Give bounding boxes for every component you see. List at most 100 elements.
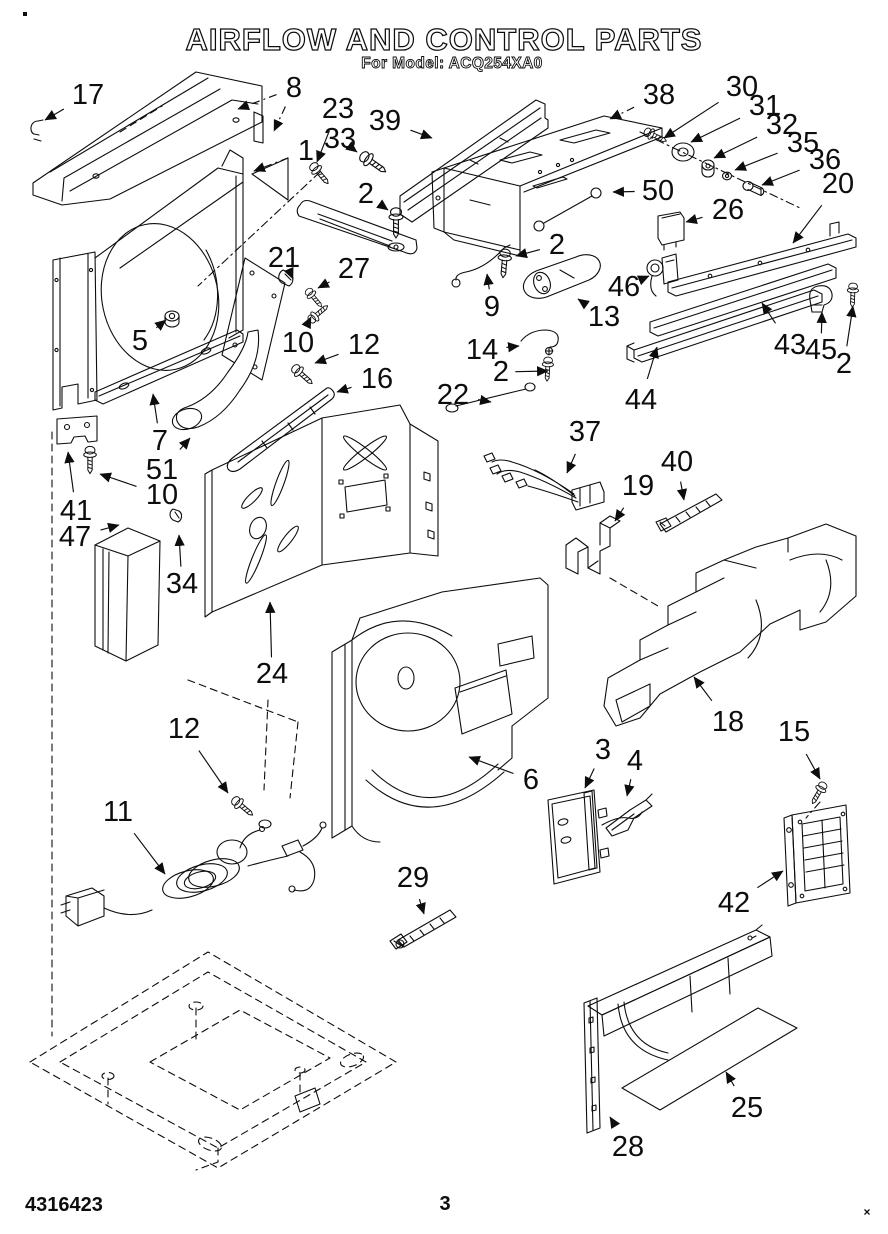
part-knob-45: [809, 285, 833, 313]
callout-3: 3: [584, 734, 611, 789]
page-title: AIRFLOW AND CONTROL PARTS: [186, 22, 703, 57]
callout-20: 20: [792, 168, 854, 244]
part-support-bracket-1: [197, 157, 418, 287]
callout-26: 26: [685, 194, 744, 226]
callout-label: 21: [268, 242, 300, 274]
part-lever-4: [605, 793, 653, 837]
callout-16: 16: [336, 363, 393, 395]
callout-leader: [624, 779, 635, 797]
part-cable-tie-29: [389, 909, 457, 950]
callout-label: 2: [836, 348, 852, 380]
part-rail-39: [399, 99, 549, 223]
registration-dot: [23, 12, 27, 16]
callout-label: 39: [369, 105, 401, 137]
part-grille-42: [783, 801, 851, 907]
callout-leader: [685, 214, 703, 224]
part-switch-26: [657, 211, 685, 251]
callout-leader: [761, 169, 800, 186]
callout-23: 23: [316, 93, 354, 163]
callout-label: 6: [523, 764, 539, 796]
callout-leader: [376, 199, 389, 211]
callout-label: 46: [608, 271, 640, 303]
part-control-door-3: [547, 789, 643, 885]
callout-10: 10: [282, 316, 314, 359]
callout-8: 8: [237, 72, 302, 132]
part-mount-panel-and-cam: [171, 257, 286, 431]
callout-39: 39: [369, 105, 433, 140]
callout-label: 47: [59, 521, 91, 553]
callout-7: 7: [149, 393, 168, 457]
callout-label: 16: [361, 363, 393, 395]
part-top-cover: [32, 71, 264, 206]
callout-27: 27: [317, 253, 370, 289]
callout-22: 22: [437, 379, 492, 411]
callout-44: 44: [625, 346, 659, 416]
part-clip-34: [169, 508, 183, 523]
callout-label: 35: [787, 127, 819, 159]
part-ground-wire-9: [451, 244, 511, 288]
callout-label: 29: [397, 862, 429, 894]
callout-label: 10: [282, 327, 314, 359]
part-control-chassis-38: [431, 115, 663, 257]
part-sensor-14: [520, 329, 559, 356]
callout-leader: [676, 481, 688, 501]
callout-label: 20: [822, 168, 854, 200]
callout-12: 12: [314, 329, 380, 365]
callout-leader: [468, 755, 514, 775]
part-inlet-panel-25-28: [583, 924, 798, 1134]
page-number: 3: [439, 1193, 450, 1215]
part-capacitor-13: [522, 254, 601, 299]
callout-leader: [663, 101, 719, 139]
callout-leader: [483, 273, 494, 290]
callout-leader: [646, 346, 659, 380]
callout-leader: [100, 522, 120, 533]
part-side-panel-assembly: [52, 149, 244, 411]
part-clamp-19: [565, 515, 621, 575]
callout-leader: [283, 266, 294, 280]
callout-label: 38: [643, 79, 675, 111]
callout-label: 11: [103, 796, 133, 828]
part-partition-panel-24: [204, 404, 439, 618]
callout-label: 42: [718, 887, 750, 919]
callout-label: 1: [298, 135, 314, 167]
callout-leader: [792, 204, 823, 244]
callout-leader: [816, 311, 827, 334]
callout-leader: [301, 316, 312, 330]
callout-37: 37: [566, 416, 601, 474]
document-number: 4316423: [25, 1194, 103, 1216]
callout-21: 21: [268, 242, 300, 280]
callout-2: 2: [493, 356, 549, 388]
callout-label: 24: [256, 658, 288, 690]
callout-15: 15: [778, 716, 821, 780]
callout-41: 41: [60, 451, 92, 527]
callout-leader: [506, 342, 520, 353]
callout-label: 14: [466, 334, 498, 366]
callout-leader: [314, 353, 339, 365]
callout-25: 25: [725, 1071, 763, 1124]
callout-1: 1: [253, 135, 314, 172]
callout-label: 32: [766, 109, 798, 141]
callout-label: 31: [749, 90, 781, 122]
callout-2: 2: [358, 178, 389, 211]
callout-4: 4: [624, 745, 643, 797]
callout-label: 10: [146, 479, 178, 511]
callout-40: 40: [661, 446, 693, 501]
callout-label: 5: [132, 325, 148, 357]
callout-leader: [566, 453, 577, 474]
part-duct-18: [603, 523, 857, 727]
corner-mark: ×: [863, 1205, 870, 1219]
part-power-cord-11: [60, 821, 327, 927]
callout-leader: [316, 130, 330, 163]
callout-label: 4: [627, 745, 643, 777]
callout-leader: [612, 186, 635, 197]
callout-label: 15: [778, 716, 810, 748]
part-foam-block-47: [94, 527, 161, 662]
callout-label: 13: [588, 301, 620, 333]
callout-label: 2: [358, 178, 374, 210]
callout-label: 43: [774, 329, 806, 361]
callout-24: 24: [256, 601, 288, 690]
callout-label: 3: [595, 734, 611, 766]
callout-leader: [577, 298, 590, 310]
